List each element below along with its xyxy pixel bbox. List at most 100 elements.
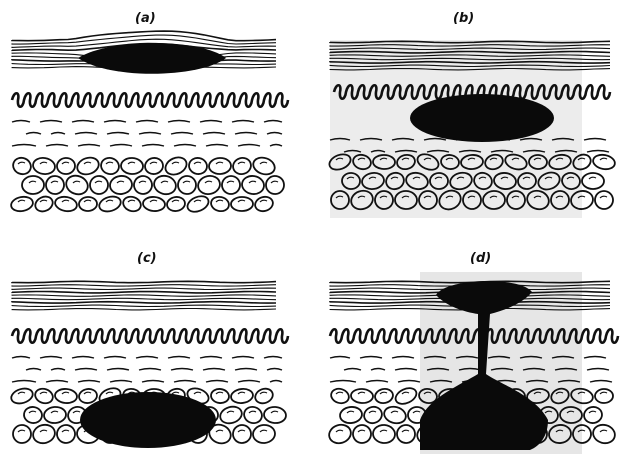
cell-nucleus-mark (150, 200, 157, 202)
cell-nucleus-mark (336, 430, 343, 432)
dermis-dash (168, 357, 190, 359)
dermis-dash (72, 121, 94, 123)
cell-nucleus-mark (150, 162, 157, 164)
dermis-dash (171, 369, 193, 371)
dermis-dash (174, 381, 196, 383)
cell-nucleus-mark (260, 200, 267, 202)
epidermis-line (12, 281, 276, 282)
dermis-dash (200, 357, 222, 359)
cell-nucleus-mark (194, 392, 201, 394)
dermis-dash (51, 133, 65, 135)
fat-cell (592, 153, 616, 171)
fat-cell (99, 156, 121, 177)
dermis-dash (392, 357, 414, 359)
cell-nucleus-mark (172, 392, 179, 394)
dermis-dash (344, 369, 361, 371)
panel-a (10, 31, 288, 215)
fat-cell (131, 173, 154, 196)
cell-nucleus-mark (18, 392, 25, 394)
fat-cell (44, 174, 66, 196)
fat-cell (209, 157, 232, 174)
dermis-dash (26, 369, 41, 371)
fat-cell (121, 194, 143, 213)
epidermis-line (12, 288, 276, 289)
fat-cell (252, 424, 275, 444)
dermis-dash (238, 145, 260, 147)
fat-cell (31, 422, 57, 445)
cell-nucleus-mark (380, 430, 387, 432)
panel-c-lesion (80, 392, 216, 448)
cell-nucleus-mark (73, 411, 80, 413)
dermis-dash (371, 369, 385, 371)
dermis-dash (206, 381, 228, 383)
dermis-dash (171, 133, 193, 135)
cell-nucleus-mark (95, 181, 102, 183)
fat-cell (582, 173, 604, 189)
dermis-dash (330, 381, 356, 383)
dermis-dash (398, 381, 420, 383)
dermis-dash (78, 381, 100, 383)
epidermis-line (12, 285, 276, 286)
fat-cell (142, 196, 165, 212)
fat-cell (54, 388, 77, 404)
dermis-dash (46, 145, 68, 147)
fat-cell (372, 424, 395, 444)
cell-nucleus-mark (238, 430, 245, 432)
cell-nucleus-mark (260, 430, 267, 432)
cell-nucleus-mark (227, 181, 234, 183)
fat-cell (251, 155, 277, 177)
dermis-dash (142, 145, 164, 147)
dermis-dash (40, 121, 62, 123)
cell-nucleus-mark (62, 162, 69, 164)
cell-nucleus-mark (380, 392, 387, 394)
dermis-dash (51, 369, 65, 371)
cell-nucleus-mark (216, 430, 223, 432)
dermis-dash (110, 381, 132, 383)
basement-membrane-wave (12, 329, 288, 343)
cell-nucleus-mark (73, 181, 80, 183)
fat-cell (210, 388, 230, 404)
cell-nucleus-mark (589, 411, 596, 413)
cell-nucleus-mark (40, 392, 47, 394)
fat-cell (396, 424, 417, 445)
cell-nucleus-mark (216, 162, 223, 164)
dermis-dash (107, 369, 129, 371)
cell-nucleus-mark (238, 392, 245, 394)
epidermis-line (12, 305, 276, 306)
fat-cell (79, 197, 98, 212)
cell-nucleus-mark (249, 181, 256, 183)
dermis-dash (72, 357, 94, 359)
cell-nucleus-mark (139, 181, 146, 183)
cell-nucleus-mark (84, 162, 91, 164)
dermis-dash (110, 145, 132, 147)
dermis-dash (206, 145, 228, 147)
cell-nucleus-mark (29, 411, 36, 413)
cell-nucleus-mark (600, 196, 607, 198)
fat-cell (43, 406, 66, 424)
cell-nucleus-mark (238, 162, 245, 164)
fat-cell (231, 156, 253, 177)
fat-cell (185, 193, 211, 214)
cell-nucleus-mark (84, 200, 91, 202)
fat-cell (10, 195, 34, 213)
fat-cell (232, 424, 253, 445)
cell-nucleus-mark (216, 392, 223, 394)
epidermis-line (12, 309, 276, 310)
dermis-dash (46, 381, 68, 383)
dermis-dash (587, 151, 609, 153)
cell-nucleus-mark (18, 200, 25, 202)
cell-nucleus-mark (106, 200, 113, 202)
cell-nucleus-mark (391, 411, 398, 413)
fat-cell (144, 156, 165, 175)
dermis-dash (203, 369, 225, 371)
dermis-dash (139, 369, 161, 371)
cell-nucleus-mark (358, 392, 365, 394)
panel-c-label: (c) (137, 251, 157, 266)
dermis-dash (587, 369, 609, 371)
dermis-dash (12, 145, 36, 147)
fat-cell (64, 173, 91, 198)
fat-cell (97, 194, 122, 214)
panel-b-lesion (410, 94, 554, 142)
fat-cell (78, 388, 98, 405)
fat-cell (196, 174, 221, 196)
